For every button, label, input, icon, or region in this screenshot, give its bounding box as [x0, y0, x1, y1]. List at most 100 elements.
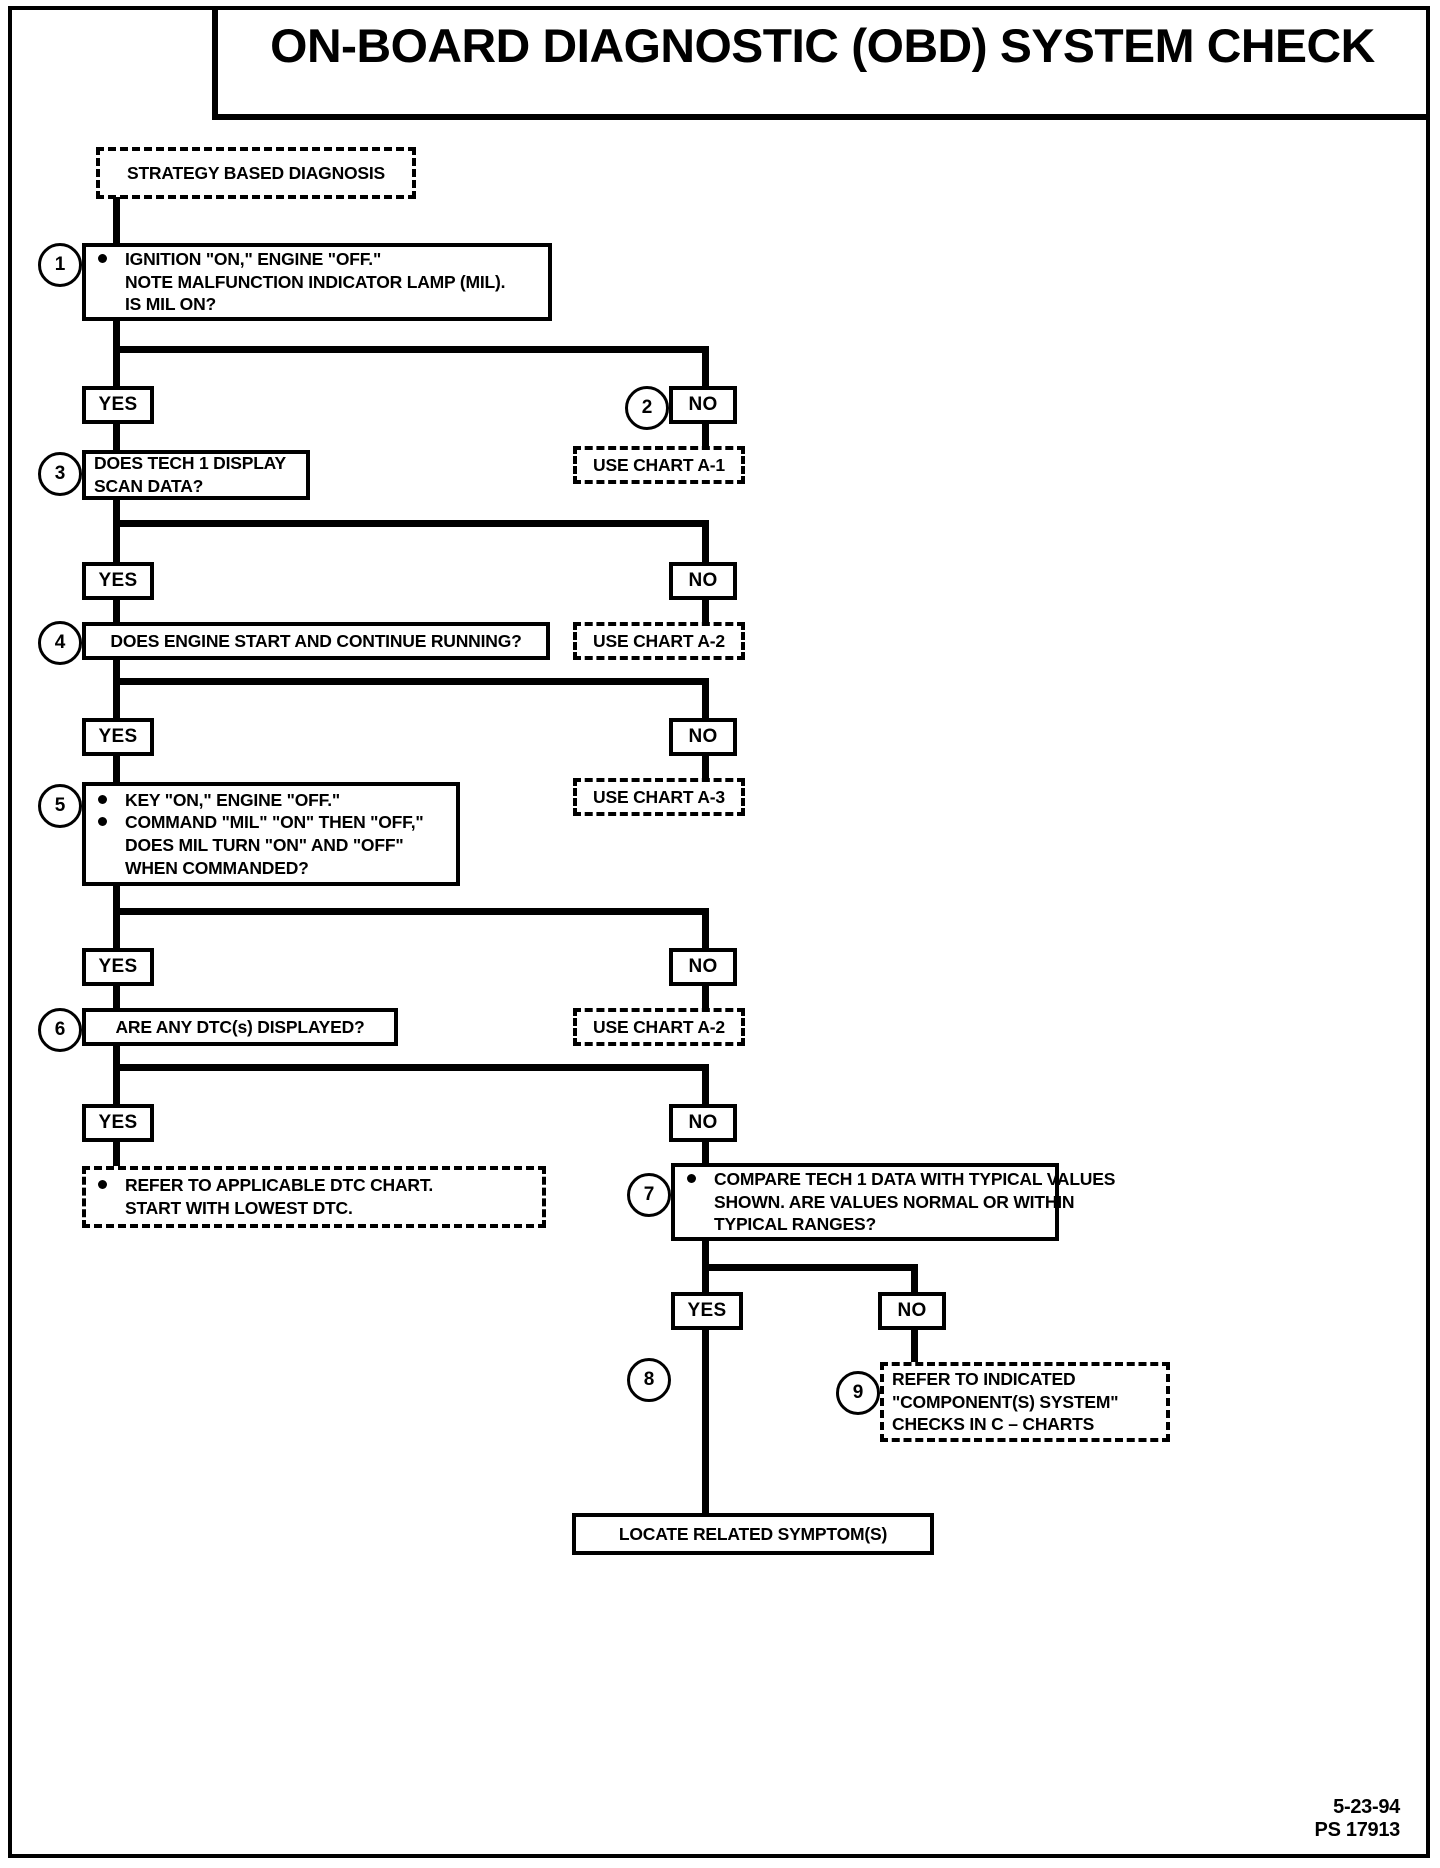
step7-line-1: COMPARE TECH 1 DATA WITH TYPICAL VALUES — [714, 1168, 1116, 1189]
step3-line-1: DOES TECH 1 DISPLAY — [94, 453, 286, 474]
step4-label: DOES ENGINE START AND CONTINUE RUNNING? — [110, 630, 522, 651]
node-step-5: KEY "ON," ENGINE "OFF." COMMAND "MIL" "O… — [82, 782, 460, 886]
step5-bullet2-line-1: COMMAND "MIL" "ON" THEN "OFF," — [125, 812, 424, 833]
connector-no6-to-step7 — [702, 1140, 709, 1168]
connector-step3-down — [113, 498, 120, 526]
step7-line-3: TYPICAL RANGES? — [714, 1214, 876, 1235]
step-number-8: 8 — [627, 1358, 671, 1402]
strategy-label: STRATEGY BASED DIAGNOSIS — [126, 162, 386, 183]
step9-line-3: CHECKS IN C – CHARTS — [892, 1414, 1095, 1435]
chip-no-step7: NO — [878, 1292, 946, 1330]
chip-no-step6: NO — [669, 1104, 737, 1142]
connector-no5-to-charta2b — [702, 984, 709, 1010]
connector-step1-split — [113, 346, 709, 353]
bullet-icon — [98, 817, 107, 827]
connector-step3-split — [113, 520, 709, 527]
step6-label: ARE ANY DTC(s) DISPLAYED? — [115, 1016, 365, 1037]
connector-yes6-to-dtc — [113, 1140, 120, 1168]
connector-step7-yes — [702, 1264, 709, 1294]
chart-a3-label: USE CHART A-3 — [593, 786, 725, 807]
bullet-icon — [98, 1180, 107, 1190]
step5-bullet1-line-1: KEY "ON," ENGINE "OFF." — [125, 789, 340, 810]
step-number-4: 4 — [38, 621, 82, 665]
chip-no-step1: NO — [669, 386, 737, 424]
connector-no1-to-charta1 — [702, 422, 709, 448]
chip-yes-step1: YES — [82, 386, 154, 424]
node-refer-dtc-chart: REFER TO APPLICABLE DTC CHART. START WIT… — [82, 1166, 546, 1228]
connector-step4-split — [113, 678, 709, 685]
page-border — [8, 6, 1430, 1858]
chart-a2-top-label: USE CHART A-2 — [593, 630, 725, 651]
step-number-1: 1 — [38, 243, 82, 287]
step9-line-2: "COMPONENT(S) SYSTEM" — [892, 1391, 1119, 1412]
connector-step1-yes — [113, 346, 120, 388]
step5-bullet2-line-3: WHEN COMMANDED? — [125, 857, 309, 878]
chip-yes-step5: YES — [82, 948, 154, 986]
chip-yes-step4: YES — [82, 718, 154, 756]
step3-line-2: SCAN DATA? — [94, 476, 204, 496]
bullet-icon — [687, 1173, 696, 1183]
connector-step4-no — [702, 678, 709, 720]
node-use-chart-a2-top: USE CHART A-2 — [573, 622, 745, 660]
step-number-2: 2 — [625, 386, 669, 430]
chip-no-step5: NO — [669, 948, 737, 986]
connector-step6-down — [113, 1044, 120, 1074]
step9-line-1: REFER TO INDICATED — [892, 1368, 1076, 1389]
connector-step7-no — [911, 1264, 918, 1294]
connector-step5-yes — [113, 908, 120, 950]
chip-no-step4: NO — [669, 718, 737, 756]
locate-label: LOCATE RELATED SYMPTOM(S) — [618, 1523, 888, 1544]
connector-step5-no — [702, 908, 709, 950]
connector-step7-down — [702, 1239, 709, 1273]
step-number-6: 6 — [38, 1008, 82, 1052]
node-step-3: DOES TECH 1 DISPLAY SCAN DATA? — [82, 450, 310, 500]
node-use-chart-a1: USE CHART A-1 — [573, 446, 745, 484]
bullet-icon — [98, 253, 107, 263]
bullet-icon — [98, 794, 107, 804]
chip-yes-step3: YES — [82, 562, 154, 600]
connector-step6-no — [702, 1064, 709, 1106]
connector-step5-split — [113, 908, 709, 915]
connector-no7-to-step9 — [911, 1328, 918, 1364]
chip-yes-step7: YES — [671, 1292, 743, 1330]
node-step-6: ARE ANY DTC(s) DISPLAYED? — [82, 1008, 398, 1046]
node-step-1: IGNITION "ON," ENGINE "OFF." NOTE MALFUN… — [82, 243, 552, 321]
step-number-9: 9 — [836, 1371, 880, 1415]
connector-step8-to-locate — [702, 1360, 709, 1520]
node-step-4: DOES ENGINE START AND CONTINUE RUNNING? — [82, 622, 550, 660]
connector-step7-split — [702, 1264, 918, 1271]
step5-bullet2-line-2: DOES MIL TURN "ON" AND "OFF" — [125, 835, 404, 855]
connector-yes7-to-step8 — [702, 1328, 709, 1368]
connector-step6-split — [113, 1064, 709, 1071]
node-use-chart-a2-bottom: USE CHART A-2 — [573, 1008, 745, 1046]
connector-yes1-to-step3 — [113, 422, 120, 454]
connector-step3-no — [702, 520, 709, 562]
footer-date: 5-23-94 — [1333, 1796, 1400, 1818]
footer: 5-23-94 PS 17913 — [1314, 1796, 1401, 1842]
step7-line-2: SHOWN. ARE VALUES NORMAL OR WITHIN — [714, 1191, 1075, 1212]
footer-code: PS 17913 — [1314, 1819, 1401, 1841]
connector-step4-yes — [113, 678, 120, 720]
step1-line-2: NOTE MALFUNCTION INDICATOR LAMP (MIL). — [125, 271, 506, 292]
step-number-5: 5 — [38, 784, 82, 828]
chip-no-step3: NO — [669, 562, 737, 600]
chart-a1-label: USE CHART A-1 — [593, 454, 725, 475]
connector-start-to-step1 — [113, 197, 120, 249]
connector-step5-down — [113, 884, 120, 918]
connector-yes4-to-step5 — [113, 754, 120, 784]
node-refer-component-system-checks: REFER TO INDICATED "COMPONENT(S) SYSTEM"… — [880, 1362, 1170, 1442]
step1-line-3: IS MIL ON? — [125, 294, 217, 315]
connector-step1-down — [113, 319, 120, 353]
step-number-7: 7 — [627, 1173, 671, 1217]
step-number-3: 3 — [38, 452, 82, 496]
connector-step1-no — [702, 346, 709, 388]
chart-a2-bottom-label: USE CHART A-2 — [593, 1016, 725, 1037]
chip-yes-step6: YES — [82, 1104, 154, 1142]
node-use-chart-a3: USE CHART A-3 — [573, 778, 745, 816]
connector-yes5-to-step6 — [113, 984, 120, 1010]
node-step-7: COMPARE TECH 1 DATA WITH TYPICAL VALUES … — [671, 1163, 1115, 1241]
page-title: ON-BOARD DIAGNOSTIC (OBD) SYSTEM CHECK — [269, 19, 1375, 72]
dtc-refer-line-2: START WITH LOWEST DTC. — [125, 1198, 353, 1218]
connector-step4-down — [113, 658, 120, 688]
